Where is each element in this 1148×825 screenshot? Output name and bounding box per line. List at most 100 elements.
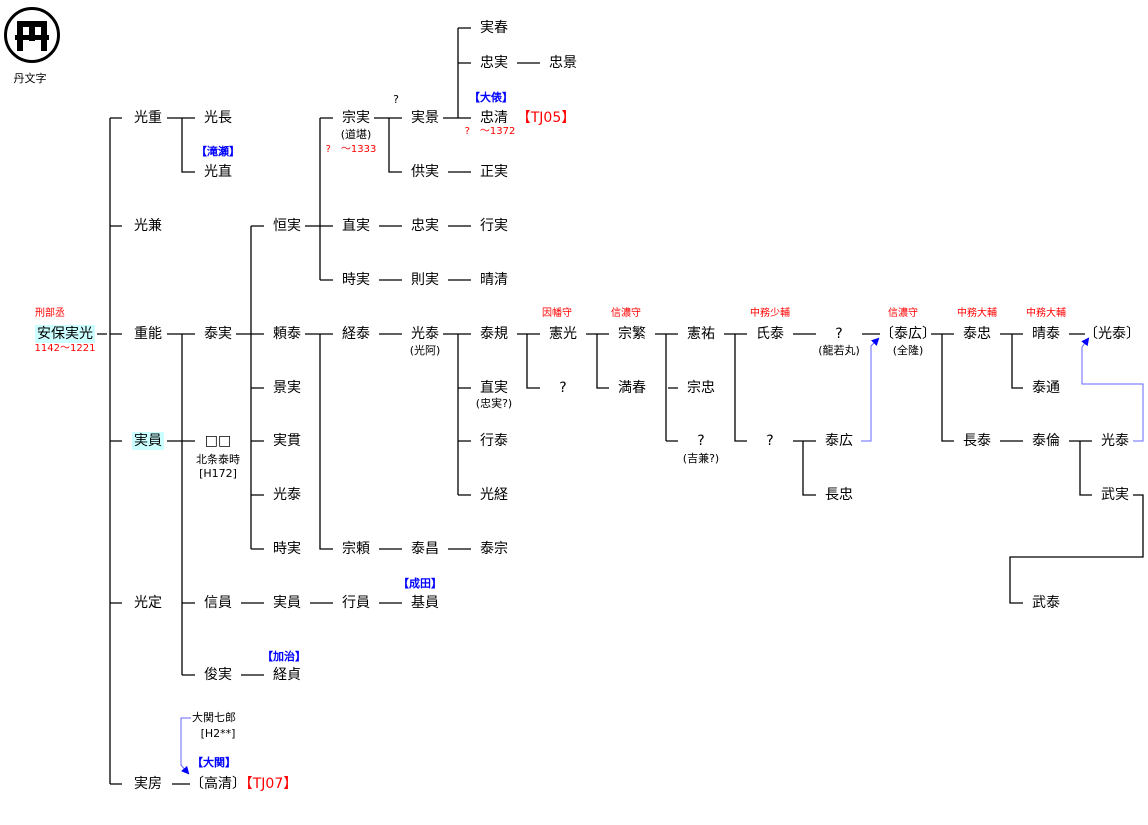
person-mitsuyasu3: 光泰	[1101, 433, 1129, 449]
person-yasutada: 泰忠	[963, 326, 991, 342]
person-nagayasu: 長泰	[963, 433, 991, 449]
annotation-ozeki: 【大関】	[192, 756, 236, 769]
person-q1: ?	[559, 380, 567, 396]
annotation-tatsuwaka: (龍若丸)	[818, 344, 860, 357]
person-yasuzane: 泰実	[204, 326, 232, 342]
person-sanetsura: 実貫	[273, 433, 301, 449]
annotation-nakatsukasa_t2: 中務大輔	[1026, 308, 1066, 319]
annotation-doutan: (道堪)	[340, 128, 372, 141]
annotation-inaba: 因幡守	[542, 308, 572, 319]
person-mitsuharu: 満春	[618, 380, 646, 396]
person-yukiyasu: 行泰	[480, 433, 508, 449]
annotation-ozeki7: 大関七郎	[192, 711, 236, 724]
annotation-q_top: ?	[393, 93, 399, 106]
annotation-tj05: 【TJ05】	[516, 110, 576, 126]
person-mitsusada: 光定	[134, 595, 162, 611]
person-mitsukane: 光兼	[134, 218, 162, 234]
person-munetada: 宗忠	[687, 380, 715, 396]
person-mitsuyasu1: 光泰	[273, 487, 301, 503]
person-norizane: 則実	[411, 272, 439, 288]
person-harukiyo: 晴清	[480, 272, 508, 288]
crest-glyph-icon	[15, 21, 49, 51]
person-mitsuyasu2: 光泰	[411, 326, 439, 342]
person-q4: ?	[835, 326, 843, 342]
person-saneharu: 実春	[480, 20, 508, 36]
person-tsuneyasu: 経泰	[342, 326, 370, 342]
person-noneshige: 宗繁	[618, 326, 646, 342]
person-motokazu: 基員	[411, 595, 439, 611]
person-sanekage: 実景	[411, 110, 439, 126]
person-munezane: 宗実	[342, 110, 370, 126]
person-naozane: 直実	[342, 218, 370, 234]
annotation-h2: [H2**]	[200, 727, 236, 740]
person-tadazane1: 忠実	[411, 218, 439, 234]
person-takezane: 武実	[1101, 487, 1129, 503]
annotation-nakatsukasa_s: 中務少輔	[750, 308, 790, 319]
person-tsunezane: 恒実	[273, 218, 301, 234]
annotation-h172: [H172]	[199, 467, 237, 480]
person-haruyasu: 晴泰	[1032, 326, 1060, 342]
person-tadazane2: 忠実	[480, 55, 508, 71]
person-mitsuyasu_b: 〔光泰〕	[1084, 326, 1140, 342]
person-masazane: 正実	[480, 164, 508, 180]
person-yoriyasu: 頼泰	[273, 326, 301, 342]
annotation-koua: (光阿)	[409, 344, 441, 357]
person-mitsutsune: 光経	[480, 487, 508, 503]
person-ujiyasu: 氏泰	[756, 326, 784, 342]
annotation-shinano2: 信濃守	[888, 308, 918, 319]
logo-caption: 丹文字	[13, 72, 47, 85]
person-norimitsu: 憲光	[549, 326, 577, 342]
person-yukikazu: 行員	[342, 595, 370, 611]
person-root: 安保実光	[35, 325, 95, 343]
person-mitsushige: 光重	[134, 110, 162, 126]
annotation-yoshikane: (吉兼?)	[682, 452, 720, 465]
person-yasuhiro: 泰広	[825, 433, 853, 449]
person-sanekazu: 実員	[132, 432, 164, 450]
family-crest-logo	[4, 7, 60, 63]
person-tokizane2: 時実	[342, 272, 370, 288]
annotation-narita: 【成田】	[398, 577, 442, 590]
person-mitsunao: 光直	[204, 164, 232, 180]
person-kagezane: 景実	[273, 380, 301, 396]
person-yasumune: 泰宗	[480, 541, 508, 557]
person-muneyori: 宗頼	[342, 541, 370, 557]
person-yasunori: 泰規	[480, 326, 508, 342]
person-nagatada: 長忠	[825, 487, 853, 503]
person-sanefusa: 実房	[134, 776, 162, 792]
person-kaku: □□	[204, 433, 232, 449]
person-mitsunaga: 光長	[204, 110, 232, 126]
person-yasuhiro_b: 〔泰広〕	[880, 326, 936, 342]
annotation-nakatsukasa_t1: 中務大輔	[957, 308, 997, 319]
annotation-kaji: 【加治】	[262, 650, 306, 663]
person-toshizane: 俊実	[204, 667, 232, 683]
person-tadakage: 忠景	[549, 55, 577, 71]
person-q3: ?	[766, 433, 774, 449]
person-tadakiyo: 忠清	[480, 110, 508, 126]
person-takakiyo: 〔高清〕	[190, 776, 246, 792]
person-yasutomo: 泰倫	[1032, 433, 1060, 449]
annotation-tadakiyo_d: ? 〜1372	[464, 126, 516, 137]
person-q2: ?	[697, 433, 705, 449]
person-shigeyoshi: 重能	[134, 326, 162, 342]
person-norisuke: 憲祐	[687, 326, 715, 342]
annotation-shinano1: 信濃守	[611, 308, 641, 319]
annotation-ohata: 【大俵】	[469, 91, 513, 104]
annotation-root_dates: 1142〜1221	[34, 343, 96, 354]
annotation-hojo: 北条泰時	[196, 453, 240, 466]
person-nobukazu: 信員	[204, 595, 232, 611]
person-yasumasa: 泰昌	[411, 541, 439, 557]
annotation-tj07: 【TJ07】	[238, 776, 298, 792]
annotation-root_title: 刑部丞	[35, 308, 65, 319]
person-naozane2: 直実	[480, 380, 508, 396]
person-yasumichi: 泰通	[1032, 380, 1060, 396]
annotation-zenryu: (全隆)	[892, 344, 924, 357]
annotation-takigase: 【滝瀬】	[196, 145, 240, 158]
annotation-tadazane_q: (忠実?)	[475, 397, 513, 410]
person-tsunesada: 経貞	[273, 667, 301, 683]
annotation-munezane_d: ? 〜1333	[325, 144, 377, 155]
person-tomozane: 供実	[411, 164, 439, 180]
person-sanekazu2: 実員	[273, 595, 301, 611]
person-tokizane1: 時実	[273, 541, 301, 557]
